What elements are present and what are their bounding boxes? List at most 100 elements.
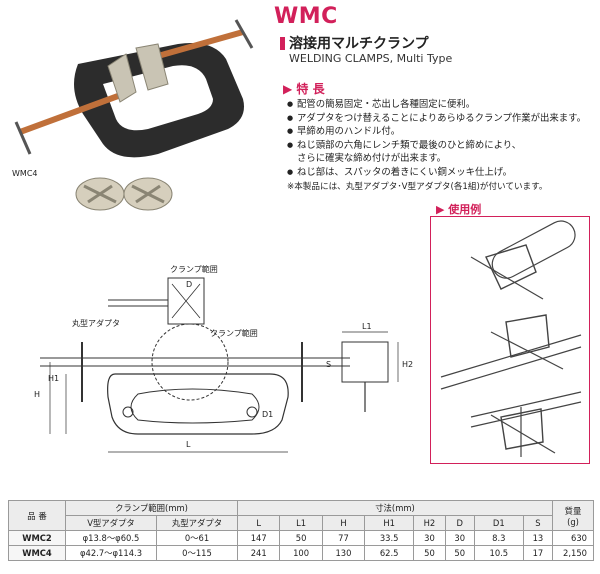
hole-left bbox=[122, 406, 134, 418]
label-l1: L1 bbox=[362, 322, 372, 331]
cell-weight: 630 bbox=[552, 530, 594, 546]
cell-h1: 62.5 bbox=[364, 545, 415, 561]
usage-angle-3 bbox=[470, 391, 582, 457]
cell-h: 77 bbox=[321, 530, 366, 546]
usage-heading-text: 使用例 bbox=[448, 203, 482, 216]
header-dim: D1 bbox=[473, 515, 524, 531]
adapter-top-view-cross bbox=[171, 283, 201, 319]
features-heading-text: 特 長 bbox=[296, 82, 325, 96]
photo-model-label: WMC4 bbox=[12, 169, 38, 178]
cell-h2: 50 bbox=[413, 545, 446, 561]
header-model: 品 番 bbox=[8, 500, 66, 531]
features-list: 配管の簡易固定・芯出し各種固定に便利。 アダプタをつけ替えることによりあらゆるク… bbox=[287, 98, 597, 179]
product-subtitle: 溶接用マルチクランプ bbox=[289, 36, 429, 52]
label-h: H bbox=[34, 390, 41, 399]
header-weight: 質量(g) bbox=[552, 500, 594, 531]
table-row: WMC2 φ13.8～φ60.5 0～61 147 50 77 33.5 30 … bbox=[8, 530, 594, 546]
cell-model: WMC4 bbox=[8, 545, 66, 561]
feature-item: アダプタをつけ替えることによりあらゆるクランプ作業が出来ます。 bbox=[287, 112, 597, 126]
round-adapter-1-groove bbox=[83, 184, 117, 204]
cell-s: 13 bbox=[522, 530, 554, 546]
usage-heading: ▶ 使用例 bbox=[436, 203, 482, 216]
label-round-adapter: 丸型アダプタ bbox=[72, 319, 120, 328]
feature-item: 早締め用のハンドル付。 bbox=[287, 125, 597, 139]
cell-v-range: φ13.8～φ60.5 bbox=[65, 530, 157, 546]
product-code-title: WMC bbox=[274, 4, 338, 29]
usage-example-panel bbox=[430, 216, 590, 464]
header-round-adapter: 丸型アダプタ bbox=[156, 515, 238, 531]
cell-d1: 8.3 bbox=[473, 530, 524, 546]
table-row: WMC4 φ42.7～φ114.3 0～115 241 100 130 62.5… bbox=[8, 545, 594, 561]
header-dim: L1 bbox=[279, 515, 323, 531]
feature-item: ねじ部は、スパッタの着きにくい銅メッキ仕上げ。 bbox=[287, 166, 597, 180]
header-v-adapter: V型アダプタ bbox=[65, 515, 157, 531]
main-clamp-frame bbox=[107, 373, 289, 435]
label-d: D bbox=[186, 280, 193, 289]
v-adapter-left bbox=[107, 53, 137, 103]
cell-l1: 100 bbox=[279, 545, 323, 561]
table-header-row-1: 品 番 クランプ範囲(mm) 寸法(mm) 質量(g) bbox=[8, 500, 594, 531]
table-header-row-2: V型アダプタ 丸型アダプタ L L1 H H1 H2 D D1 S bbox=[9, 515, 594, 531]
handle-bar-right bbox=[234, 19, 254, 49]
label-clamp-range-top: クランプ範囲 bbox=[170, 265, 218, 274]
cell-d: 50 bbox=[444, 545, 475, 561]
label-clamp-range-main: クランプ範囲 bbox=[210, 329, 258, 338]
v-adapter-right bbox=[135, 43, 169, 91]
dimension-drawing bbox=[40, 277, 399, 453]
header-weight-unit: (g) bbox=[567, 516, 579, 527]
header-clamp-range: クランプ範囲(mm) bbox=[65, 500, 238, 516]
feature-item: ねじ頭部の六角にレンチ類で最後のひと締めにより、 bbox=[287, 139, 597, 153]
header-dim: H2 bbox=[413, 515, 446, 531]
usage-screw-1 bbox=[470, 256, 544, 300]
cell-h1: 33.5 bbox=[364, 530, 415, 546]
cell-h2: 30 bbox=[413, 530, 446, 546]
clamp-range-circle bbox=[151, 323, 229, 401]
screw-rod-left bbox=[18, 93, 120, 135]
feature-item-continued: さらに確実な締め付けが出来ます。 bbox=[297, 153, 447, 164]
cell-round-range: 0～115 bbox=[156, 545, 238, 561]
cell-d: 30 bbox=[444, 530, 475, 546]
usage-clamp-1 bbox=[485, 244, 537, 290]
cell-l1: 50 bbox=[279, 530, 323, 546]
product-photo bbox=[14, 19, 254, 211]
usage-illustrations bbox=[440, 220, 582, 457]
label-s: S bbox=[326, 360, 332, 369]
usage-screw-3 bbox=[490, 414, 556, 454]
usage-bar-2 bbox=[440, 334, 582, 390]
header-dim: H1 bbox=[364, 515, 415, 531]
label-h1: H1 bbox=[48, 374, 60, 383]
header-dim: H bbox=[321, 515, 366, 531]
label-d1: D1 bbox=[262, 410, 274, 419]
label-h2: H2 bbox=[402, 360, 414, 369]
header-weight-label: 質量 bbox=[564, 505, 582, 516]
round-adapter-2-groove bbox=[131, 184, 165, 204]
feature-item: 配管の簡易固定・芯出し各種固定に便利。 bbox=[287, 98, 597, 112]
cell-model: WMC2 bbox=[8, 530, 66, 546]
header-dim: L bbox=[236, 515, 281, 531]
adapter-top-view bbox=[167, 277, 205, 325]
cell-h: 130 bbox=[321, 545, 366, 561]
cell-d1: 10.5 bbox=[473, 545, 524, 561]
included-adapters-note: ※本製品には、丸型アダプタ･V型アダプタ(各1組)が付いています。 bbox=[287, 182, 548, 192]
product-subtitle-english: WELDING CLAMPS, Multi Type bbox=[289, 52, 453, 65]
main-clamp-window bbox=[130, 388, 260, 424]
header-dim: S bbox=[522, 515, 554, 531]
cell-s: 17 bbox=[522, 545, 554, 561]
label-l: L bbox=[186, 440, 191, 449]
subtitle-accent-bar bbox=[280, 37, 285, 50]
cell-round-range: 0～61 bbox=[156, 530, 238, 546]
header-dim: D bbox=[444, 515, 475, 531]
usage-screw-2 bbox=[490, 331, 564, 370]
handle-bar-left bbox=[14, 121, 32, 155]
usage-clamp-3 bbox=[500, 408, 544, 450]
features-heading: ▶ 特 長 bbox=[283, 82, 325, 96]
spec-table: 品 番 クランプ範囲(mm) 寸法(mm) 質量(g) V型アダプタ 丸型アダプ… bbox=[8, 500, 594, 561]
cell-v-range: φ42.7～φ114.3 bbox=[65, 545, 157, 561]
screw-rod-right bbox=[157, 29, 244, 59]
usage-clamp-2 bbox=[505, 314, 550, 358]
side-view-adapter bbox=[341, 341, 389, 383]
header-dimensions: 寸法(mm) bbox=[237, 500, 553, 516]
hole-right bbox=[246, 406, 258, 418]
cell-l: 241 bbox=[236, 545, 281, 561]
cell-weight: 2,150 bbox=[552, 545, 594, 561]
